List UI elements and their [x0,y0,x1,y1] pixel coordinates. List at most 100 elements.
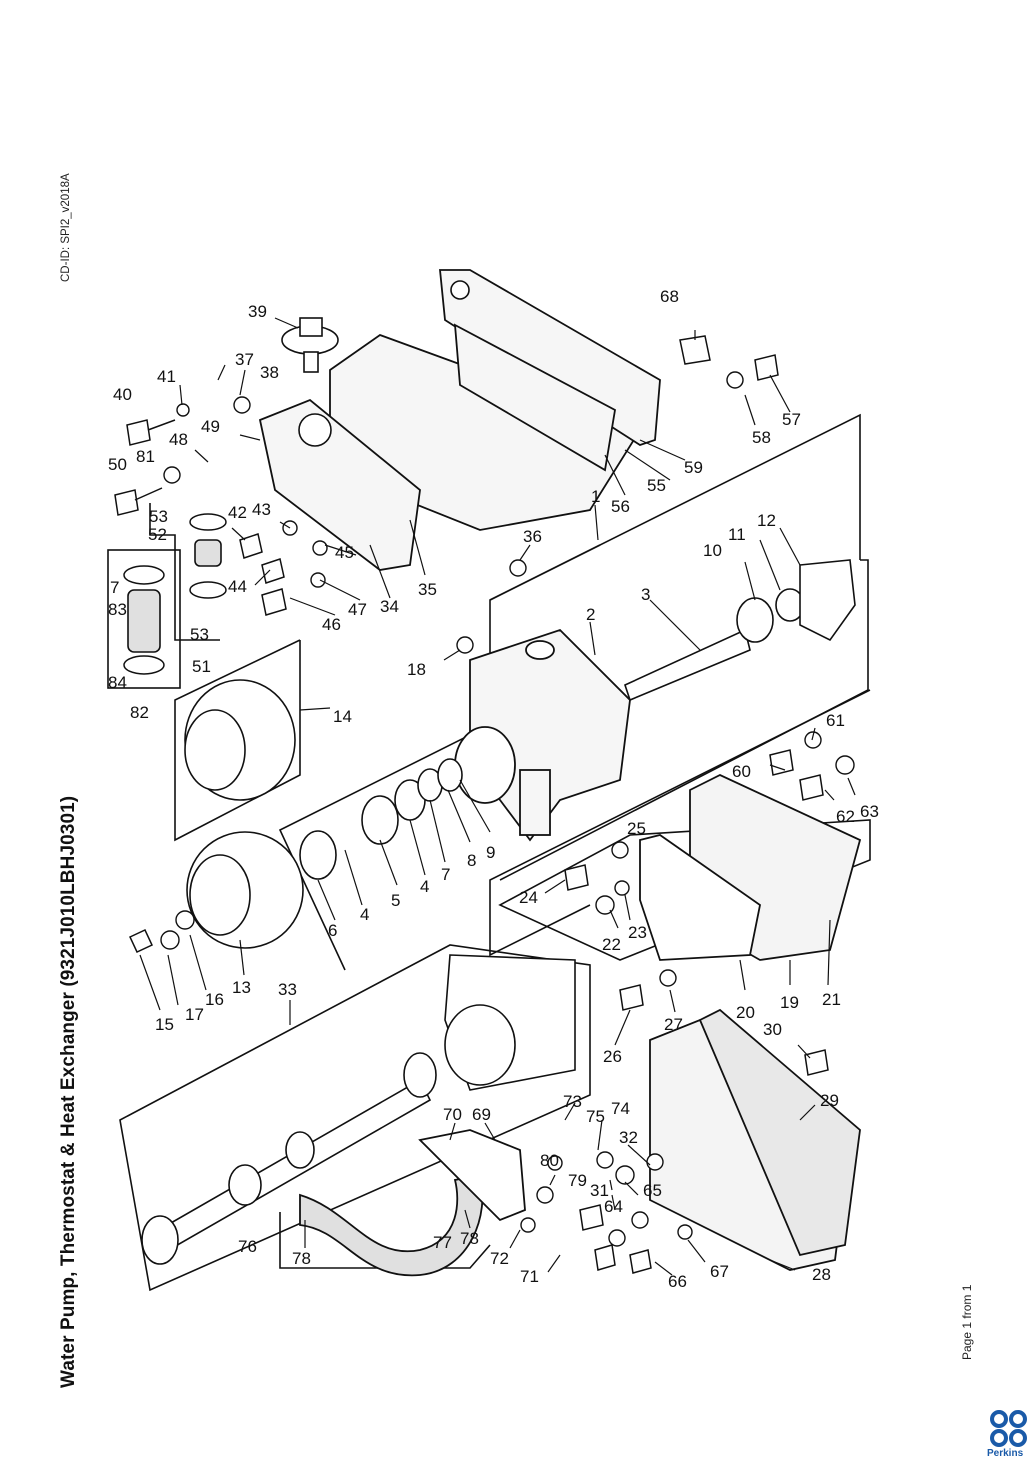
callout-8-clip: 7 [110,578,119,597]
callout-52: 52 [148,525,167,544]
perkins-logo-icon [990,1410,1027,1447]
callout-2: 2 [586,605,595,624]
callout-51: 51 [192,657,211,676]
callout-62: 62 [836,807,855,826]
callout-12: 12 [757,511,776,530]
callout-57: 57 [782,410,801,429]
callout-9: 9 [486,843,495,862]
callout-58: 58 [752,428,771,447]
callout-84: 84 [108,673,127,692]
callout-3: 3 [641,585,650,604]
callout-19: 19 [780,993,799,1012]
callout-53: 53 [149,507,168,526]
callout-69: 69 [472,1105,491,1124]
callout-32: 32 [619,1128,638,1147]
hose-83 [127,589,161,653]
kit-box [119,944,591,1292]
callout-24: 24 [519,888,538,907]
callout-41: 41 [157,367,176,386]
callout-50: 50 [108,455,127,474]
callout-37: 37 [235,350,254,369]
callout-35: 35 [418,580,437,599]
callout-70: 70 [443,1105,462,1124]
callout-26: 26 [603,1047,622,1066]
callout-65: 65 [643,1181,662,1200]
callout-40: 40 [113,385,132,404]
callout-22: 22 [602,935,621,954]
impeller [799,559,856,642]
callout-44: 44 [228,577,247,596]
callout-78b: 78 [460,1229,479,1248]
callout-43: 43 [252,500,271,519]
callout-15: 15 [155,1015,174,1034]
callout-4: 4 [360,905,369,924]
callout-80: 80 [540,1151,559,1170]
hose-52 [194,539,222,567]
callout-14: 14 [333,707,352,726]
callout-81: 81 [136,447,155,466]
nut-15 [129,929,153,953]
callout-83: 83 [108,600,127,619]
callout-59: 59 [684,458,703,477]
circlip [299,830,337,880]
callout-64: 64 [604,1197,623,1216]
callout-78: 78 [292,1249,311,1268]
callout-56: 56 [611,497,630,516]
callout-75: 75 [586,1107,605,1126]
callout-33: 33 [278,980,297,999]
callout-60: 60 [732,762,751,781]
callout-39: 39 [248,302,267,321]
callout-63: 63 [860,802,879,821]
callout-47: 47 [348,600,367,619]
bolt-24 [564,864,589,891]
callout-21: 21 [822,990,841,1009]
callout-55: 55 [647,476,666,495]
callout-76: 76 [238,1237,257,1256]
callout-28: 28 [812,1265,831,1284]
callout-17: 17 [185,1005,204,1024]
callout-79: 79 [568,1171,587,1190]
brand-name: Perkins [987,1448,1024,1459]
callout-36: 36 [523,527,542,546]
callout-25: 25 [627,819,646,838]
callout-8: 8 [467,851,476,870]
callout-66: 66 [668,1272,687,1291]
callout-6: 6 [328,921,337,940]
callout-30: 30 [763,1020,782,1039]
callout-10: 10 [703,541,722,560]
callout-5: 5 [391,891,400,910]
callout-4b: 4 [420,877,429,896]
callout-7: 7 [441,865,450,884]
callout-20: 20 [736,1003,755,1022]
callout-18: 18 [407,660,426,679]
bolt-57 [754,354,779,381]
hose-77 [299,1173,484,1277]
callout-38: 38 [260,363,279,382]
callout-68: 68 [660,287,679,306]
callout-29: 29 [820,1091,839,1110]
plug-68 [679,335,711,365]
callout-1: 1 [591,487,600,506]
callout-71: 71 [520,1267,539,1286]
callout-67: 67 [710,1262,729,1281]
bolt-40 [126,419,151,446]
callout-11: 11 [728,525,746,544]
callout-42: 42 [228,503,247,522]
bearing [361,795,399,845]
callout-82: 82 [130,703,149,722]
callout-72: 72 [490,1249,509,1268]
callout-48: 48 [169,430,188,449]
callout-53b: 53 [190,625,209,644]
seal [736,597,774,643]
callout-27: 27 [664,1015,683,1034]
callout-34: 34 [380,597,399,616]
callout-13: 13 [232,978,251,997]
callout-45: 45 [335,543,354,562]
callout-73: 73 [563,1092,582,1111]
callout-49: 49 [201,417,220,436]
callout-46: 46 [322,615,341,634]
callout-23: 23 [628,923,647,942]
callout-31: 31 [590,1181,609,1200]
callout-77: 77 [433,1233,452,1252]
